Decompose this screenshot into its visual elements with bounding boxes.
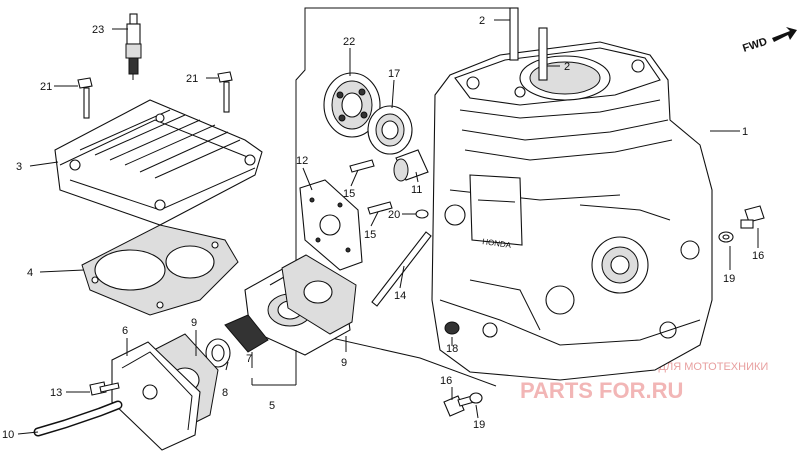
callout-14: 14 [394, 290, 406, 302]
drain-bolt-bottom [443, 395, 475, 417]
head-bolt-right [217, 71, 233, 113]
callout-18: 18 [446, 343, 458, 355]
stud-bolt-lower [367, 201, 393, 215]
intake-gasket-right [281, 254, 357, 335]
leader-lines [17, 19, 759, 435]
callout-10: 10 [2, 429, 14, 441]
cylinder-stud-pair [509, 7, 548, 81]
long-stud-bolt [371, 231, 432, 307]
watermark-site-name: PARTS FOR.RU [520, 378, 683, 403]
crankcase: HONDA [431, 41, 713, 381]
dowel-pin [415, 209, 429, 219]
callout-23: 23 [92, 24, 104, 36]
callout-6: 6 [122, 325, 128, 337]
oil-seal [367, 105, 413, 155]
head-gasket [81, 224, 239, 316]
drain-plug [444, 321, 460, 335]
crankcase-group-bracket [295, 7, 497, 387]
breather-cap [393, 149, 429, 182]
callout-17: 17 [388, 68, 400, 80]
callout-8: 8 [222, 387, 228, 399]
spark-plug [125, 13, 142, 80]
callout-3: 3 [16, 161, 22, 173]
head-bolt-left [77, 77, 93, 119]
callout-labels: 1 2 2 3 4 5 6 7 8 9 9 10 11 12 13 14 15 … [2, 15, 764, 441]
callout-5: 5 [269, 400, 275, 412]
callout-19-bottom: 19 [473, 419, 485, 431]
callout-16-bottom: 16 [440, 375, 452, 387]
callout-2-lower: 2 [564, 61, 570, 73]
callout-4: 4 [27, 267, 33, 279]
breather-cover [111, 341, 201, 451]
callout-21-right: 21 [186, 73, 198, 85]
crankshaft-bearing [323, 72, 381, 138]
callout-1: 1 [742, 126, 748, 138]
callout-20: 20 [388, 209, 400, 221]
cover-bolt [89, 381, 120, 396]
callout-9-left: 9 [191, 317, 197, 329]
breather-plate [299, 179, 363, 271]
drain-bolt-right [740, 205, 765, 229]
callout-12: 12 [296, 155, 308, 167]
honda-engraving: HONDA [482, 237, 513, 250]
callout-22: 22 [343, 36, 355, 48]
callout-21-left: 21 [40, 81, 52, 93]
callout-11: 11 [411, 184, 422, 196]
callout-15-upper: 15 [343, 188, 355, 200]
sealing-washer-bottom [469, 392, 483, 404]
callout-9-right: 9 [341, 357, 347, 369]
callout-19-right: 19 [723, 273, 735, 285]
sealing-washer-right [718, 231, 734, 243]
cylinder-head [54, 99, 263, 226]
callout-2-upper: 2 [479, 15, 485, 27]
forward-arrow-icon [772, 27, 797, 42]
air-filter-element [224, 314, 269, 353]
o-ring [205, 338, 231, 368]
callout-16-right: 16 [752, 250, 764, 262]
callout-7: 7 [246, 353, 252, 365]
callout-15-lower: 15 [364, 229, 376, 241]
callout-13: 13 [50, 387, 62, 399]
stud-bolt-upper [349, 159, 375, 173]
breather-hose [33, 400, 123, 437]
forward-label: FWD [741, 36, 769, 55]
forward-direction-indicator: FWD [741, 27, 797, 55]
